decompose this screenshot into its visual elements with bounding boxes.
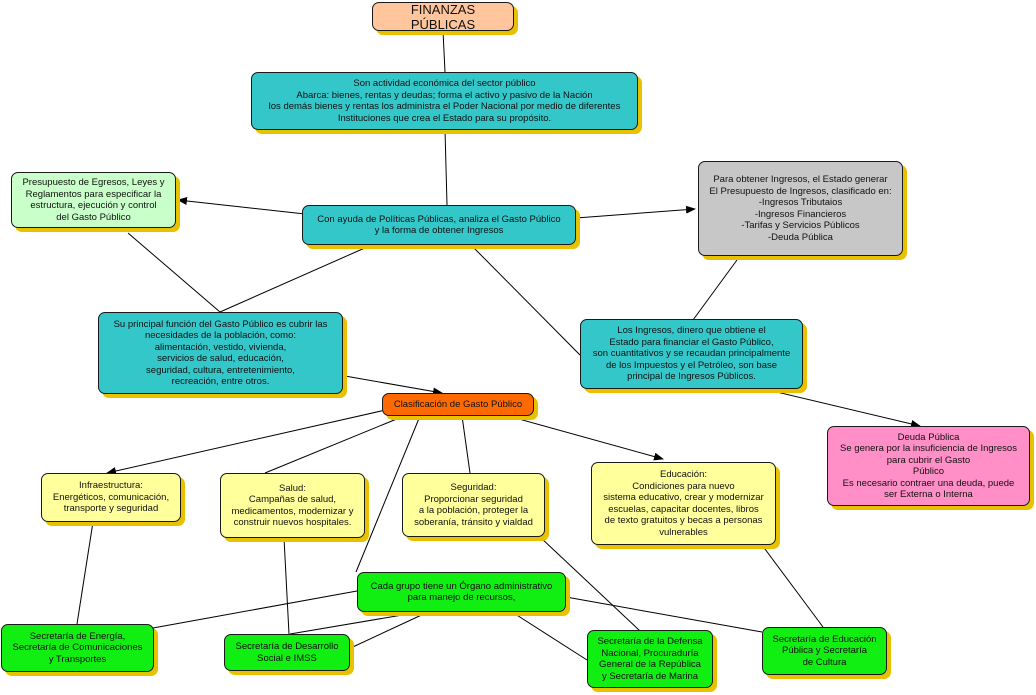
node-infraestructura: Infraestructura: Energéticos, comunicaci…	[41, 473, 181, 522]
link-infraestructura-energia	[76, 521, 94, 625]
node-salud: Salud: Campañas de salud, medicamentos, …	[220, 473, 365, 538]
link-organo-energia	[141, 590, 358, 631]
link-organo-desarrollo-2	[341, 611, 429, 653]
node-funcion-gasto-publico: Su principal función del Gasto Público e…	[98, 312, 343, 394]
link-organo-seceducacion	[565, 596, 763, 633]
node-finanzas-publicas: FINANZAS PÚBLICAS	[372, 2, 514, 32]
node-educacion: Educación: Condiciones para nuevo sistem…	[591, 462, 776, 545]
node-organo-administrativo: Cada grupo tiene un Órgano administrativ…	[357, 572, 566, 612]
link-organo-desarrollo	[289, 611, 421, 635]
link-clasificacion-organo	[355, 415, 421, 573]
link-seguridad-defensa	[539, 536, 641, 632]
link-educacion-seceducacion	[761, 544, 824, 628]
link-egresos-funcion	[127, 232, 221, 313]
node-secretaria-educacion: Secretaría de Educación Pública y Secret…	[762, 627, 887, 675]
node-deuda-publica: Deuda Pública Se genera por la insuficie…	[827, 426, 1030, 506]
link-politicas-ingresos-presupuesto	[575, 205, 696, 219]
link-politicas-ingresos	[472, 246, 581, 356]
node-presupuesto-egresos: Presupuesto de Egresos, Leyes y Reglamen…	[11, 172, 176, 228]
link-politicas-egresos	[177, 197, 306, 215]
node-actividad-economica: Son actividad económica del sector públi…	[251, 72, 638, 130]
link-presupuesto-ingresos	[692, 259, 738, 321]
link-root-abarca	[442, 30, 446, 73]
link-clasificacion-educacion	[507, 415, 664, 461]
link-organo-defensa	[511, 611, 588, 661]
node-ingresos: Los Ingresos, dinero que obtiene el Esta…	[580, 319, 803, 389]
node-politicas-publicas: Con ayuda de Políticas Públicas, analiza…	[302, 205, 576, 245]
node-clasificacion-gasto: Clasificación de Gasto Público	[382, 393, 534, 416]
node-secretaria-defensa: Secretaría de la Defensa Nacional, Procu…	[587, 630, 713, 688]
link-clasificacion-salud	[264, 415, 405, 474]
link-ingresos-deuda	[759, 387, 921, 428]
node-presupuesto-ingresos: Para obtener Ingresos, el Estado generar…	[698, 161, 903, 256]
node-seguridad: Seguridad: Proporcionar seguridad a la p…	[402, 473, 545, 537]
link-clasificacion-seguridad	[461, 415, 471, 474]
link-salud-desarrollo	[283, 537, 290, 635]
node-secretaria-desarrollo-social: Secretaría de Desarrollo Social e IMSS	[224, 634, 350, 671]
link-funcion-clasificacion	[344, 375, 443, 396]
link-politicas-funcion	[219, 246, 368, 313]
node-secretaria-energia: Secretaría de Energía, Secretaría de Com…	[1, 624, 154, 672]
link-clasificacion-infraestructura	[106, 408, 391, 475]
link-abarca-politicas	[444, 129, 448, 206]
